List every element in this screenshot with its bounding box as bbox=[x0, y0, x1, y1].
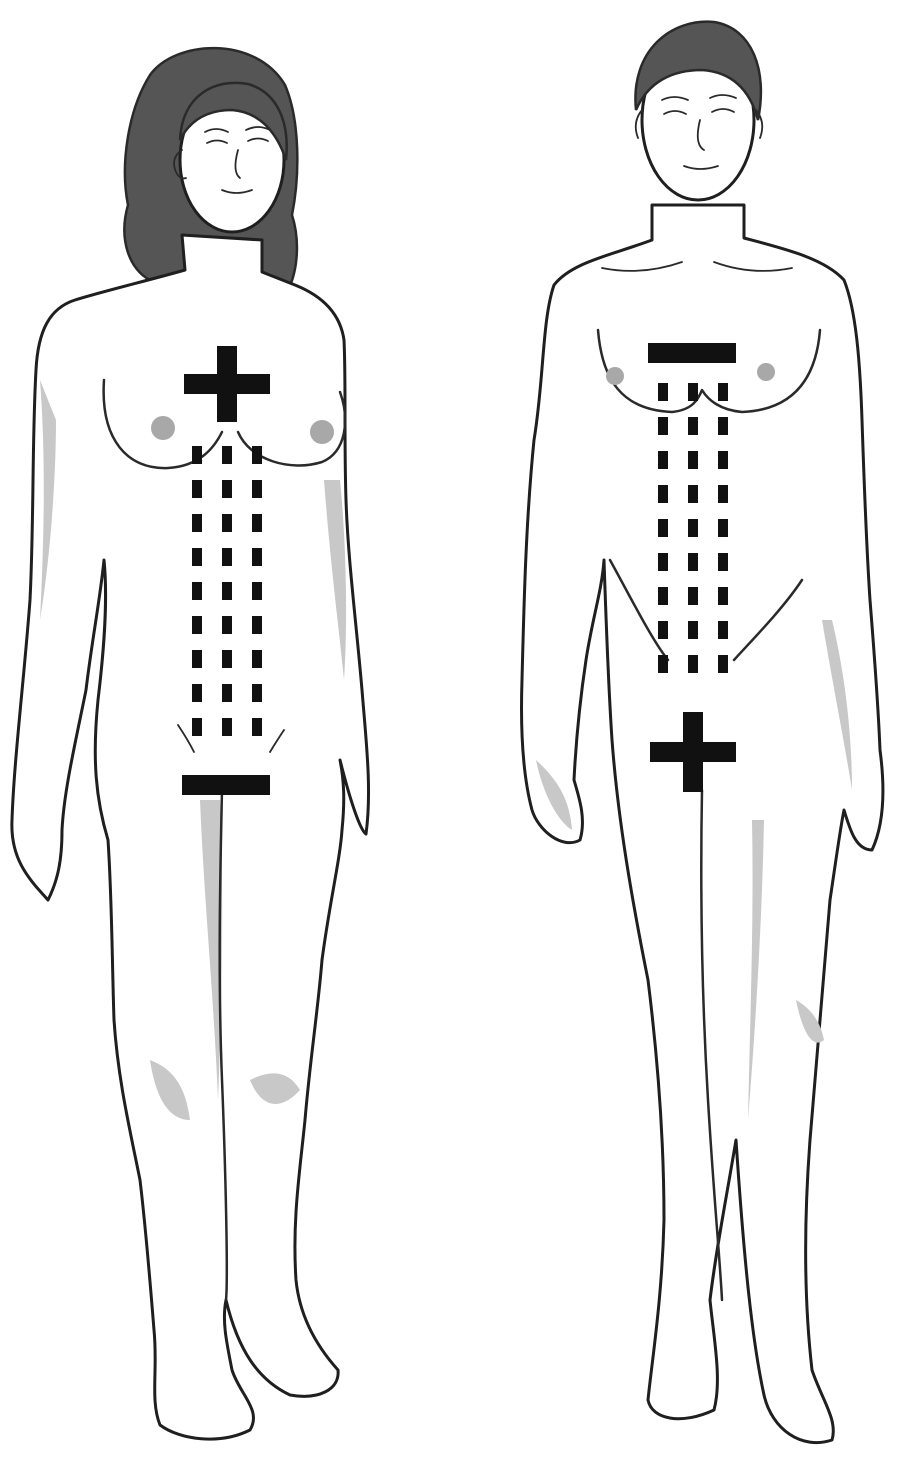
woman-field-dash bbox=[192, 446, 202, 464]
woman-field-dash bbox=[192, 718, 202, 736]
man-field-dash bbox=[688, 553, 698, 571]
man-field-dash bbox=[718, 485, 728, 503]
woman-field-dash bbox=[192, 616, 202, 634]
man-field-dash bbox=[718, 451, 728, 469]
female-minus-sign bbox=[182, 775, 270, 795]
male-figure-drawing bbox=[452, 0, 904, 1465]
man-field-dash bbox=[688, 417, 698, 435]
man-field-dash bbox=[688, 451, 698, 469]
woman-field-dash bbox=[222, 616, 232, 634]
woman-field-dash bbox=[192, 480, 202, 498]
man-field-dash bbox=[658, 383, 668, 401]
woman-field-dash bbox=[222, 480, 232, 498]
man-field-dash bbox=[718, 383, 728, 401]
woman-field-dash bbox=[192, 514, 202, 532]
male-nipple-left bbox=[606, 367, 624, 385]
woman-field-dash bbox=[222, 684, 232, 702]
woman-field-dash bbox=[222, 446, 232, 464]
woman-field-dash bbox=[222, 514, 232, 532]
woman-field-dash bbox=[222, 718, 232, 736]
man-field-dash bbox=[688, 655, 698, 673]
woman-field-dash bbox=[252, 650, 262, 668]
woman-field-dash bbox=[252, 446, 262, 464]
man-field-dash bbox=[718, 587, 728, 605]
man-field-dash bbox=[658, 587, 668, 605]
man-field-dash bbox=[718, 519, 728, 537]
man-field-dash bbox=[658, 655, 668, 673]
man-field-dash bbox=[688, 383, 698, 401]
female-figure bbox=[0, 0, 420, 1465]
woman-field-dash bbox=[222, 582, 232, 600]
man-field-dash bbox=[658, 621, 668, 639]
male-minus-sign bbox=[648, 343, 736, 363]
woman-field-dash bbox=[252, 480, 262, 498]
female-figure-drawing bbox=[0, 0, 420, 1465]
man-field-dash bbox=[658, 485, 668, 503]
female-nipple-left bbox=[151, 416, 175, 440]
woman-field-dash bbox=[252, 718, 262, 736]
woman-field-dash bbox=[252, 582, 262, 600]
male-nipple-right bbox=[757, 363, 775, 381]
man-field-dash bbox=[718, 655, 728, 673]
man-field-dash bbox=[658, 451, 668, 469]
man-field-dash bbox=[658, 417, 668, 435]
man-field-dash bbox=[658, 519, 668, 537]
man-field-dash bbox=[718, 553, 728, 571]
woman-field-dash bbox=[222, 548, 232, 566]
man-field-dash bbox=[658, 553, 668, 571]
woman-field-dash bbox=[192, 548, 202, 566]
man-field-dash bbox=[688, 587, 698, 605]
woman-field-dash bbox=[252, 616, 262, 634]
woman-field-dash bbox=[252, 514, 262, 532]
woman-field-dash bbox=[222, 650, 232, 668]
man-field-dash bbox=[718, 417, 728, 435]
male-figure bbox=[452, 0, 904, 1465]
female-body-outline bbox=[12, 235, 369, 1439]
man-field-dash bbox=[718, 621, 728, 639]
man-field-dash bbox=[688, 485, 698, 503]
woman-field-dash bbox=[252, 684, 262, 702]
woman-field-dash bbox=[252, 548, 262, 566]
female-nipple-right bbox=[310, 420, 334, 444]
woman-field-dash bbox=[192, 582, 202, 600]
man-field-dash bbox=[688, 519, 698, 537]
woman-field-dash bbox=[192, 650, 202, 668]
man-field-dash bbox=[688, 621, 698, 639]
woman-field-dash bbox=[192, 684, 202, 702]
